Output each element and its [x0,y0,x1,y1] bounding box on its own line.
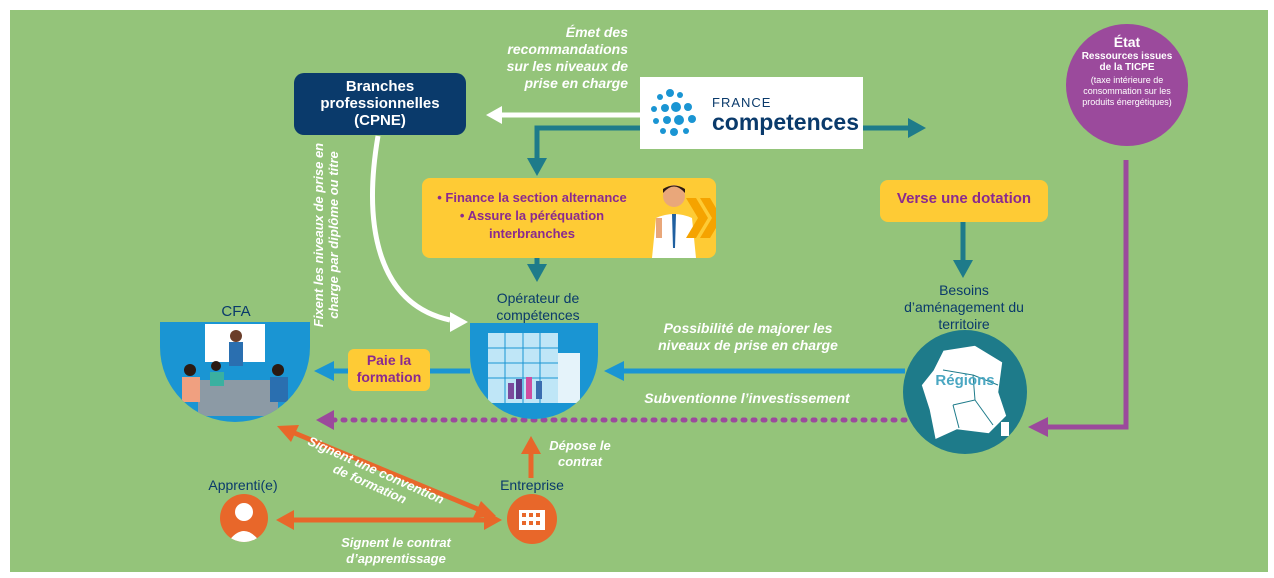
finance-line1: • Finance la section alternance [437,190,627,205]
finance-line2: • Assure la péréquation [459,208,605,223]
businessman-illustration [652,185,696,258]
arrowhead-finance [527,158,547,176]
etat-title: État [1113,34,1141,50]
depose-label: Dépose le contrat [549,438,611,469]
arrowhead-etat [1028,417,1048,437]
regions-circle [903,330,1027,454]
arrow-fixent [370,135,451,323]
competences-label: competences [712,109,860,135]
subventionne-label: Subventionne l’investissement [644,390,850,406]
arrowhead-depose [521,436,541,454]
chevrons-icon [686,198,716,238]
finance-line3: interbranches [489,226,575,241]
operateur-circle [470,323,598,419]
paie-label: Paie la formation [356,352,422,385]
branches-box [294,73,466,135]
cfa-circle [160,322,310,422]
apprenti-avatar [220,494,268,542]
besoins-label: Besoins d’aménagement du territoire [904,282,1024,332]
arrow-convention [291,429,481,513]
arrowhead-possibilite [604,361,624,381]
dotation-box [880,180,1048,222]
arrowhead-subventionne [316,410,334,430]
paie-box [348,349,430,391]
building-icon [488,333,580,403]
diagram-background [10,10,1268,572]
entreprise-label: Entreprise [500,477,564,493]
arrowhead-recommandations [486,106,502,124]
branches-label: Branches professionnelles (CPNE) [320,78,440,129]
person-icon [228,503,260,542]
arrowhead-paie [314,361,334,381]
header-strip [0,0,1274,10]
fixent-label: Fixent les niveaux de prise en charge pa… [311,142,341,328]
arrowhead-fixent [450,312,468,332]
arrowhead-contrat-a [276,510,294,530]
line-france-to-finance [534,125,640,160]
arrowhead-operateur [527,264,547,282]
company-building-icon [519,510,545,530]
etat-circle [1066,24,1188,146]
recommandations-label: Émet des recommandations sur les niveaux… [506,24,628,91]
possibilite-label: Possibilité de majorer les niveaux de pr… [658,320,838,353]
dotation-label: Verse une dotation [896,190,1032,207]
operateur-label: Opérateur de compétences [496,290,580,323]
arrowhead-besoins [953,260,973,278]
cfa-label: CFA [221,303,251,320]
france-competences-logo: FRANCE competences [640,77,863,149]
arrowhead-convention-a [277,425,299,442]
arrowhead-contrat-b [484,510,502,530]
contrat-label: Signent le contrat d’apprentissage [341,535,451,566]
arrowhead-dotation-right [908,118,926,138]
france-competences-dots-icon [651,89,696,136]
regions-label: Régions [935,372,995,389]
france-map-icon [920,344,1009,442]
france-label: FRANCE [712,95,772,110]
apprenti-label: Apprenti(e) [208,477,278,493]
etat-subtitle: Ressources issues de la TICPE [1081,51,1173,73]
line-etat-to-regions [1046,160,1129,430]
etat-detail: (taxe intérieure de consommation sur les… [1082,75,1172,107]
classroom-illustration [182,324,288,416]
entreprise-avatar [507,494,557,544]
